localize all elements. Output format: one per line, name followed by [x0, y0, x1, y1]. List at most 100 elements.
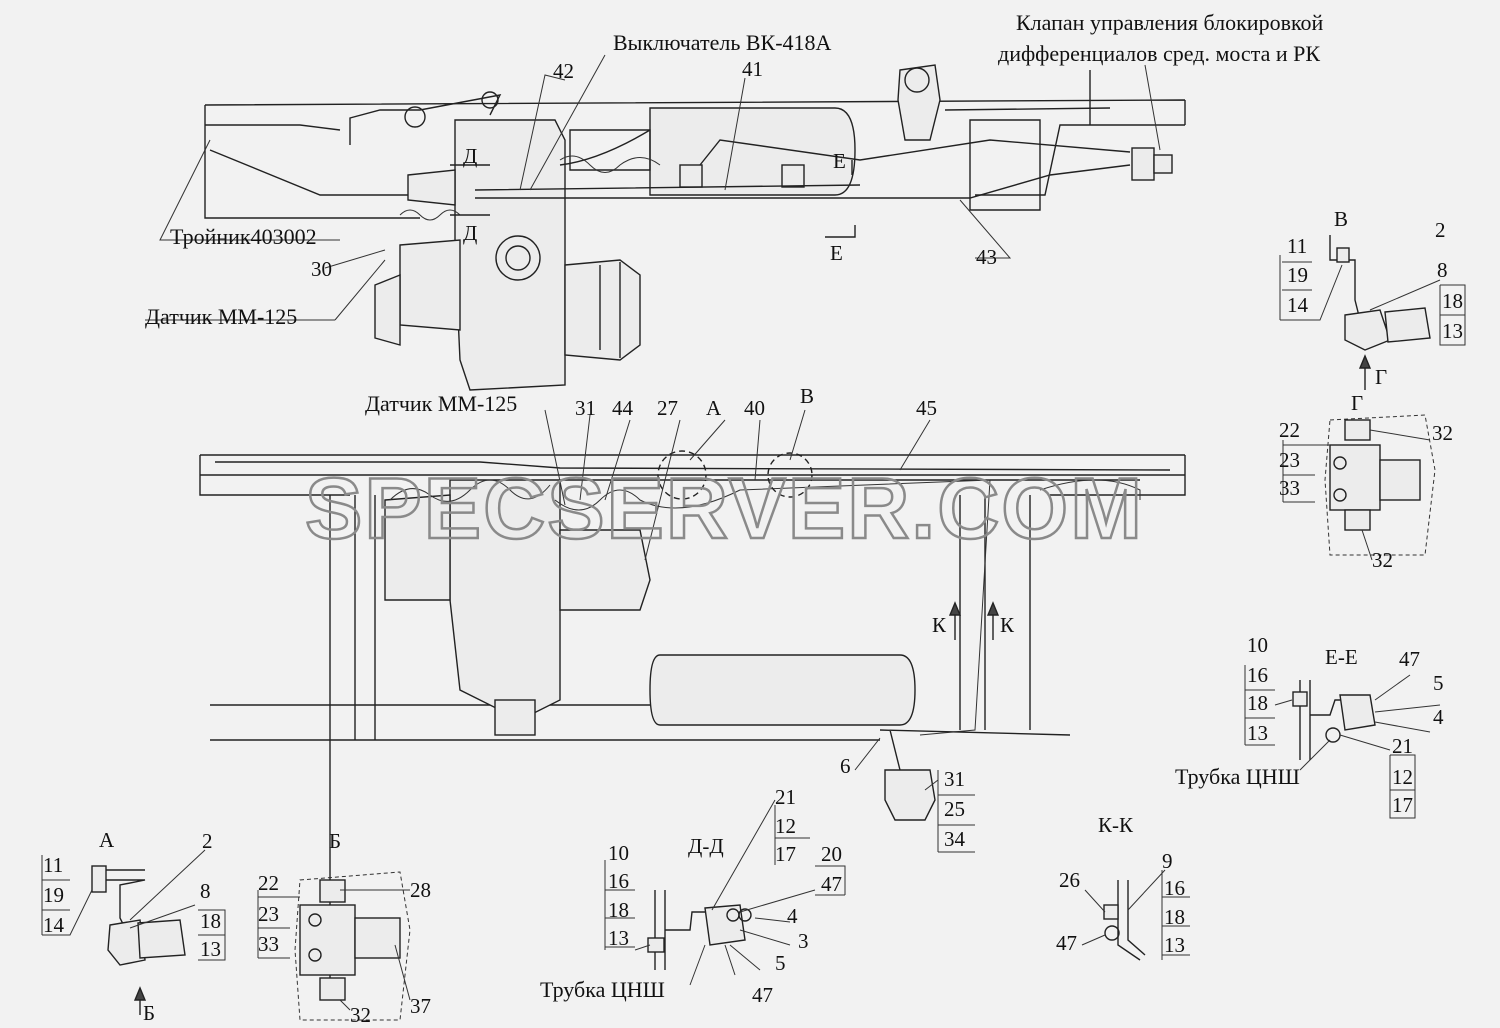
- label-valve-line2: дифференциалов сред. моста и РК: [998, 41, 1320, 66]
- detail-ee-right-top-0: 47: [1399, 647, 1420, 671]
- label-30: 30: [311, 257, 332, 281]
- air-tank-plan: [649, 654, 916, 726]
- detail-g-left-2: 33: [1279, 476, 1300, 500]
- label-27: 27: [657, 396, 678, 420]
- detail-dd-top-0: 21: [775, 785, 796, 809]
- label-6: 6: [840, 754, 851, 778]
- detail-dd-4: 4: [787, 904, 798, 928]
- plan-view: [199, 409, 1186, 1000]
- detail-dd-top-2: 17: [775, 842, 796, 866]
- label-34: 34: [944, 827, 966, 851]
- detail-ee-left-2: 18: [1247, 691, 1268, 715]
- detail-ee-right-bottom-2: 17: [1392, 793, 1413, 817]
- detail-kk-right-3: 13: [1164, 933, 1185, 957]
- detail-ee: [1244, 665, 1441, 819]
- detail-b-title: Б: [329, 829, 341, 853]
- detail-v-arrow: Г: [1375, 365, 1387, 389]
- detail-b-32: 32: [350, 1003, 371, 1027]
- detail-dd-3: 3: [798, 929, 809, 953]
- detail-v-left-0: 11: [1287, 234, 1307, 258]
- detail-dd-left-0: 10: [608, 841, 629, 865]
- detail-v-right-0: 8: [1437, 258, 1448, 282]
- detail-a-right-1: 18: [200, 909, 221, 933]
- detail-a-right-0: 8: [200, 879, 211, 903]
- detail-dd: [604, 799, 846, 986]
- detail-b-left-2: 33: [258, 932, 279, 956]
- detail-ee-right-bottom-1: 12: [1392, 765, 1413, 789]
- detail-kk-right-0: 9: [1162, 849, 1173, 873]
- detail-ee-right-top-1: 5: [1433, 671, 1444, 695]
- detail-kk: [1081, 869, 1190, 961]
- label-45: 45: [916, 396, 937, 420]
- label-44: 44: [612, 396, 634, 420]
- label-a-marker: А: [706, 396, 722, 420]
- detail-g-32a: 32: [1432, 421, 1453, 445]
- detail-kk-title: К-К: [1098, 813, 1134, 837]
- top-side-view: [145, 54, 1186, 391]
- label-k2: К: [1000, 613, 1015, 637]
- detail-v-left-1: 19: [1287, 263, 1308, 287]
- detail-a-title: А: [99, 828, 115, 852]
- detail-a-2: 2: [202, 829, 213, 853]
- detail-v: [1279, 235, 1466, 390]
- detail-v-right-2: 13: [1442, 319, 1463, 343]
- detail-b-left-0: 22: [258, 871, 279, 895]
- label-e-top: Е: [833, 149, 846, 173]
- detail-b-28: 28: [410, 878, 431, 902]
- label-valve-line1: Клапан управления блокировкой: [1016, 10, 1324, 35]
- label-42: 42: [553, 59, 574, 83]
- label-switch: Выключатель ВК-418А: [613, 30, 832, 55]
- valve-bottom: [884, 769, 936, 821]
- detail-a-left-0: 11: [43, 853, 63, 877]
- detail-g-left-1: 23: [1279, 448, 1300, 472]
- detail-v-left-2: 14: [1287, 293, 1309, 317]
- label-41: 41: [742, 57, 763, 81]
- detail-ee-left-1: 16: [1247, 663, 1268, 687]
- label-d-bottom: Д: [463, 221, 477, 245]
- detail-kk-right-2: 18: [1164, 905, 1185, 929]
- detail-dd-right-0: 20: [821, 842, 842, 866]
- label-v-marker: В: [800, 384, 814, 408]
- detail-b: [257, 871, 411, 1021]
- label-25: 25: [944, 797, 965, 821]
- detail-b-left-1: 23: [258, 902, 279, 926]
- detail-dd-top-1: 12: [775, 814, 796, 838]
- detail-dd-left-3: 13: [608, 926, 629, 950]
- detail-ee-title: Е-Е: [1325, 645, 1358, 669]
- detail-g-left-0: 22: [1279, 418, 1300, 442]
- label-k1: К: [932, 613, 947, 637]
- detail-kk-right-1: 16: [1164, 876, 1185, 900]
- detail-a-right-2: 13: [200, 937, 221, 961]
- label-43: 43: [976, 245, 997, 269]
- detail-dd-title: Д-Д: [688, 834, 724, 858]
- detail-dd-right-1: 47: [821, 872, 842, 896]
- detail-ee-tube: Трубка ЦНШ: [1175, 764, 1300, 789]
- detail-a-left-1: 19: [43, 883, 64, 907]
- detail-ee-left-0: 10: [1247, 633, 1268, 657]
- label-d-top: Д: [463, 144, 477, 168]
- detail-a: [41, 849, 226, 1015]
- detail-dd-left-1: 16: [608, 869, 629, 893]
- control-valve-top: [897, 64, 941, 141]
- detail-v-2: 2: [1435, 218, 1446, 242]
- label-sensor-plan: Датчик ММ-125: [365, 391, 517, 416]
- detail-g-32b: 32: [1372, 548, 1393, 572]
- label-e-bottom: Е: [830, 241, 843, 265]
- detail-dd-left-2: 18: [608, 898, 629, 922]
- detail-dd-5: 5: [775, 951, 786, 975]
- label-31: 31: [575, 396, 596, 420]
- detail-ee-right-bottom-0: 21: [1392, 734, 1413, 758]
- label-sensor-top: Датчик ММ-125: [145, 304, 297, 329]
- detail-kk-26: 26: [1059, 868, 1080, 892]
- detail-a-left-2: 14: [43, 913, 65, 937]
- detail-v-title: В: [1334, 207, 1348, 231]
- detail-ee-right-top-2: 4: [1433, 705, 1444, 729]
- label-40: 40: [744, 396, 765, 420]
- detail-g-title: Г: [1351, 391, 1363, 415]
- detail-v-right-1: 18: [1442, 289, 1463, 313]
- detail-dd-tube: Трубка ЦНШ: [540, 977, 665, 1002]
- label-tee: Тройник403002: [170, 224, 317, 249]
- detail-dd-47: 47: [752, 983, 773, 1007]
